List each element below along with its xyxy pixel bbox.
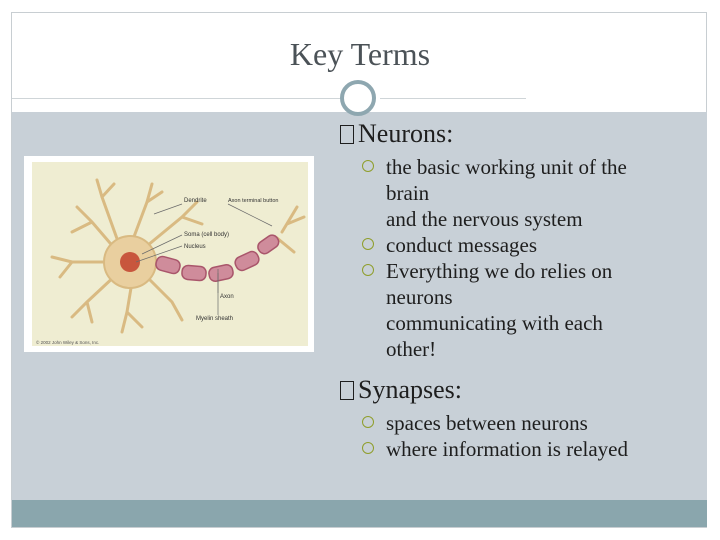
bullet-line: conduct messages — [386, 233, 538, 257]
nucleus — [120, 252, 140, 272]
neuron-diagram: Dendrite Axon terminal button Soma (cell… — [36, 178, 306, 345]
bullet-line: communicating with each — [386, 311, 603, 335]
missing-glyph-box-icon — [340, 380, 354, 400]
section-neurons: Neurons: the basic working unit of the b… — [340, 118, 700, 362]
title-divider-left — [12, 98, 342, 99]
bullet-list: spaces between neurons where information… — [340, 410, 700, 462]
label-soma: Soma (cell body) — [184, 232, 229, 238]
label-axon-terminal: Axon terminal button — [228, 198, 278, 204]
label-dendrite: Dendrite — [184, 198, 207, 204]
bullet-item: where information is relayed — [340, 436, 700, 462]
bullet-line: the basic working unit of the — [386, 155, 627, 179]
slide-body: Neurons: the basic working unit of the b… — [340, 118, 700, 462]
section-heading-text: Synapses: — [358, 375, 462, 404]
bullet-line: spaces between neurons — [386, 411, 588, 435]
missing-glyph-box-icon — [340, 124, 354, 144]
bullet-line: brain — [386, 181, 430, 205]
footer-bar — [12, 500, 707, 527]
neuron-illustration: Dendrite Axon terminal button Soma (cell… — [32, 162, 308, 346]
bullet-line: Everything we do relies on — [386, 259, 613, 283]
bullet-item: the basic working unit of the brain — [340, 154, 700, 206]
label-myelin-sheath: Myelin sheath — [196, 316, 233, 322]
circle-bullet-icon — [362, 442, 374, 454]
dendrites — [50, 178, 204, 334]
myelin-sheath — [155, 234, 280, 282]
bullet-item: conduct messages — [340, 232, 700, 258]
label-nucleus: Nucleus — [184, 244, 206, 250]
axon-terminals — [275, 205, 306, 254]
circle-bullet-icon — [362, 238, 374, 250]
bullet-list: the basic working unit of the brain and … — [340, 154, 700, 362]
figure-copyright: © 2002 John Wiley & Sons, Inc. — [36, 339, 99, 345]
section-heading: Neurons: — [340, 118, 700, 150]
bullet-line: and the nervous system — [386, 207, 583, 231]
section-heading-text: Neurons: — [358, 119, 454, 148]
bullet-line: other! — [386, 337, 437, 361]
neuron-figure: Dendrite Axon terminal button Soma (cell… — [24, 156, 314, 352]
circle-bullet-icon — [362, 160, 374, 172]
bullet-item: spaces between neurons — [340, 410, 700, 436]
title-divider-right — [380, 98, 526, 99]
label-axon: Axon — [220, 294, 234, 300]
bullet-continuation: communicating with each other! — [340, 310, 700, 362]
bullet-continuation: and the nervous system — [340, 206, 700, 232]
bullet-line: where information is relayed — [386, 437, 628, 461]
circle-bullet-icon — [362, 416, 374, 428]
bullet-line: neurons — [386, 285, 453, 309]
circle-bullet-icon — [362, 264, 374, 276]
slide-title: Key Terms — [289, 36, 431, 72]
section-synapses: Synapses: spaces between neurons where i… — [340, 374, 700, 462]
ring-ornament-icon — [340, 80, 376, 116]
section-heading: Synapses: — [340, 374, 700, 406]
label-leaders — [135, 203, 273, 315]
bullet-item: Everything we do relies on neurons — [340, 258, 700, 310]
